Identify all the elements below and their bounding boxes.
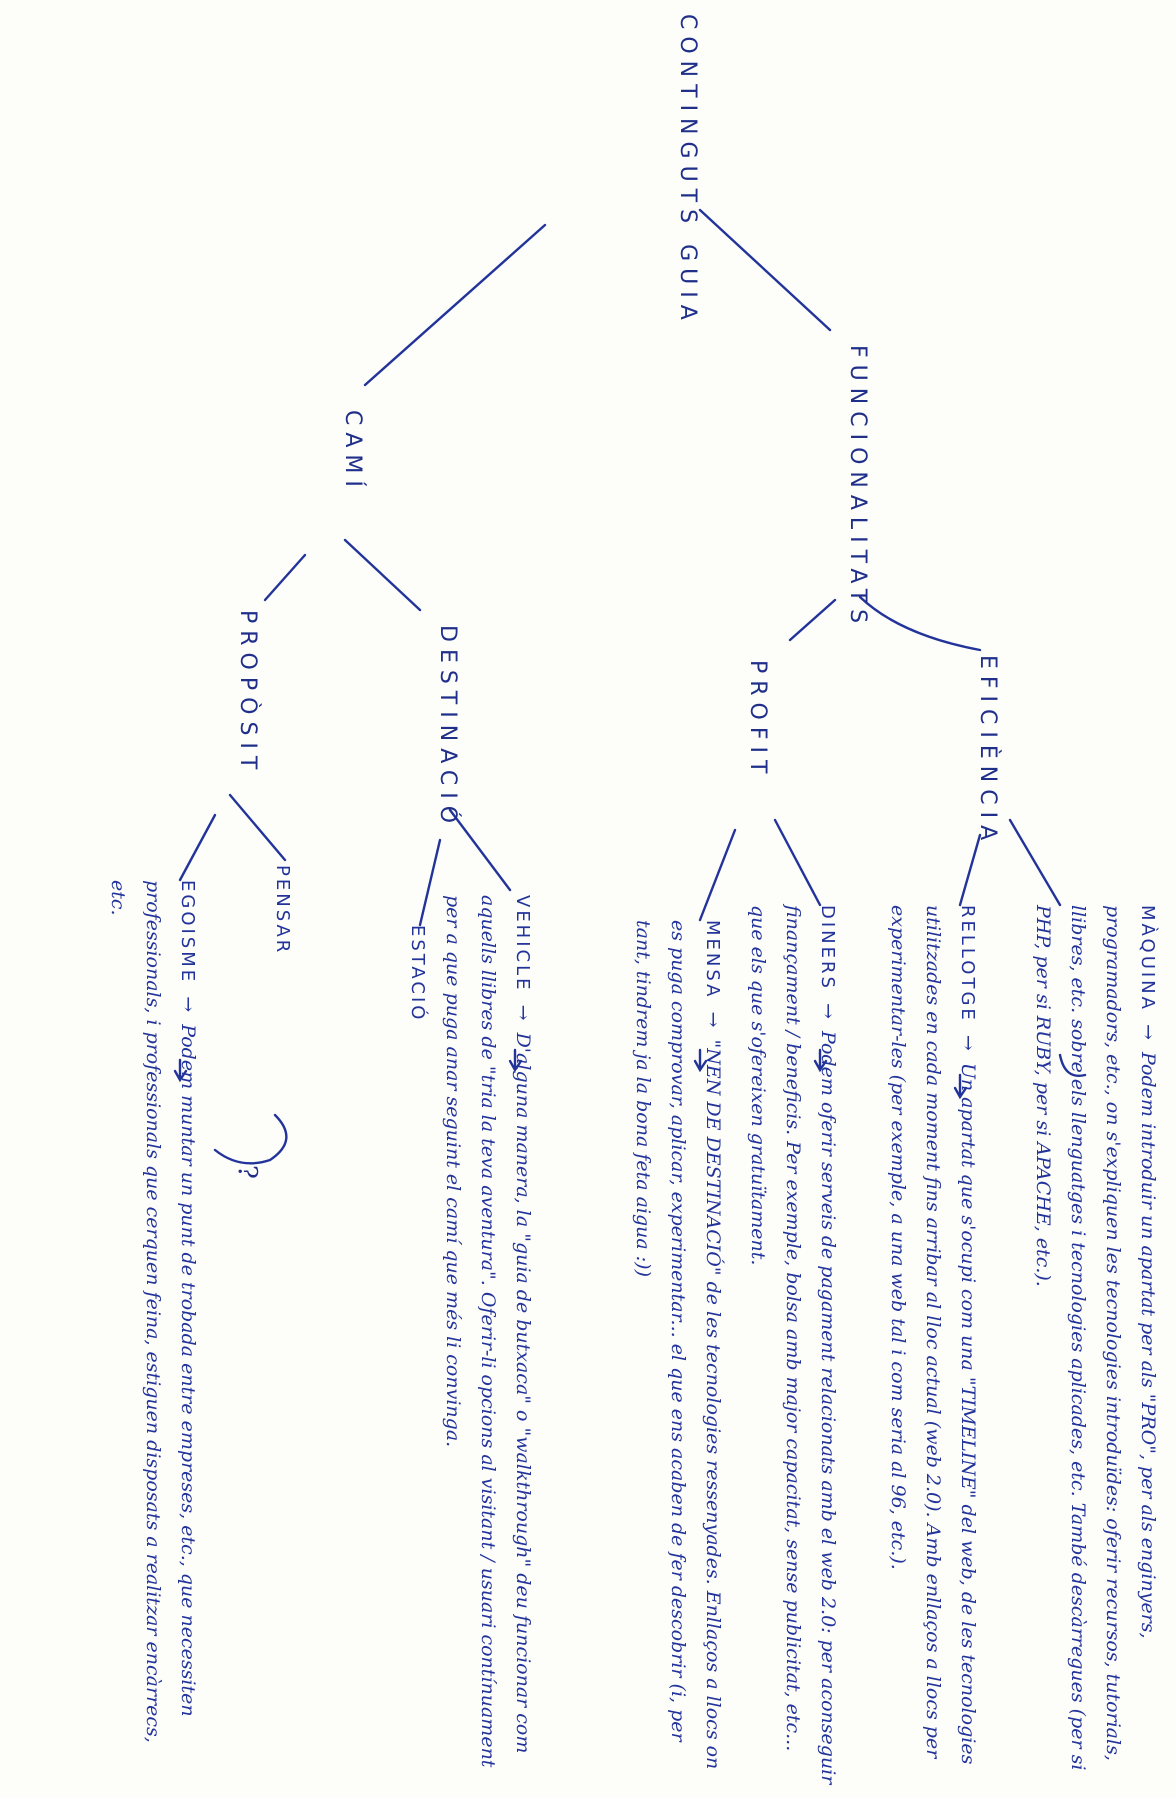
- note-estacio: ESTACIÓ: [400, 925, 435, 1125]
- branch-root-funcionalitats: [698, 208, 832, 332]
- node-eficiencia: EFICIÈNCIA: [975, 655, 1000, 847]
- arrow-maquina: [1058, 1053, 1087, 1077]
- arrow-pensar-loop: [213, 1113, 288, 1165]
- note-vehicle-key: VEHICLE: [512, 895, 533, 993]
- node-root: CONTINGUTS GUIA: [675, 14, 700, 327]
- note-diners-key: DINERS: [817, 905, 838, 991]
- note-mensa-key: MENSA: [702, 920, 723, 1000]
- node-destinacio-label: DESTINACIÓ: [435, 625, 460, 831]
- note-mensa-text: "NEN DE DESTINACIÓ" de les tecnologies r…: [632, 920, 724, 1770]
- note-pensar-key: PENSAR: [272, 865, 293, 956]
- note-pensar-mark: ?: [232, 1165, 262, 1179]
- note-rellotge-text: Un apartat que s'ocupi com una "TIMELINE…: [887, 905, 979, 1765]
- branch-proposit-egoisme: [178, 813, 217, 882]
- node-destinacio: DESTINACIÓ: [435, 625, 460, 830]
- branch-destinacio-vehicle: [448, 808, 512, 892]
- node-profit: PROFIT: [745, 660, 770, 780]
- arrow-mensa: [693, 1048, 708, 1073]
- branch-eficiencia-rellotge: [958, 833, 982, 907]
- note-estacio-key: ESTACIÓ: [407, 925, 428, 1023]
- arrow-diners: [813, 1048, 828, 1073]
- note-diners-text: Podem oferir serveis de pagament relacio…: [747, 905, 839, 1785]
- node-cami: CAMÍ: [340, 410, 365, 494]
- branch-root-cami: [363, 223, 547, 387]
- arrow-vehicle: [508, 1048, 523, 1073]
- note-mensa: MENSA → "NEN DE DESTINACIÓ" de les tecno…: [632, 920, 724, 1770]
- note-egoisme: EGOISME → Podem muntar un punt de trobad…: [107, 880, 199, 1743]
- note-maquina: MÀQUINA → Podem introduir un apartat per…: [1032, 905, 1159, 1771]
- note-maquina-key: MÀQUINA: [1137, 905, 1158, 1012]
- note-pensar-question-mark: ?: [232, 1165, 262, 1179]
- branch-destinacio-estacio: [418, 838, 442, 927]
- node-root-label: CONTINGUTS GUIA: [675, 14, 700, 327]
- note-egoisme-text: Podem muntar un punt de trobada entre em…: [107, 880, 199, 1743]
- branch-profit-diners: [773, 818, 822, 907]
- note-vehicle-text: D'alguna manera, la "guia de butxaca" o …: [442, 895, 534, 1768]
- note-vehicle: VEHICLE → D'alguna manera, la "guia de b…: [442, 895, 534, 1768]
- arrow-rellotge: [953, 1073, 968, 1100]
- branch-eficiencia-maquina: [1008, 818, 1062, 907]
- branch-profit-mensa: [698, 828, 737, 922]
- note-rellotge-key: RELLOTGE: [957, 905, 978, 1023]
- branch-proposit-pensar: [228, 793, 287, 862]
- note-rellotge: RELLOTGE → Un apartat que s'ocupi com un…: [887, 905, 979, 1765]
- note-diners: DINERS → Podem oferir serveis de pagamen…: [747, 905, 839, 1785]
- node-cami-label: CAMÍ: [340, 410, 365, 494]
- arrow-egoisme: [173, 1058, 188, 1083]
- node-proposit: PROPÒSIT: [235, 610, 260, 776]
- node-proposit-label: PROPÒSIT: [235, 610, 260, 777]
- node-funcionalitats: FUNCIONALITATS: [845, 345, 870, 630]
- branch-funcionalitats-eficiencia: [858, 595, 982, 652]
- branch-cami-destinacio: [343, 538, 422, 612]
- note-egoisme-key: EGOISME: [177, 880, 198, 985]
- node-eficiencia-label: EFICIÈNCIA: [975, 655, 1000, 848]
- node-funcionalitats-label: FUNCIONALITATS: [845, 345, 870, 631]
- branch-cami-proposit: [263, 553, 307, 602]
- note-maquina-text: Podem introduir un apartat per als "PRO"…: [1032, 905, 1159, 1771]
- note-pensar: PENSAR: [265, 865, 300, 1085]
- node-profit-label: PROFIT: [745, 660, 770, 781]
- branch-funcionalitats-profit: [788, 598, 837, 642]
